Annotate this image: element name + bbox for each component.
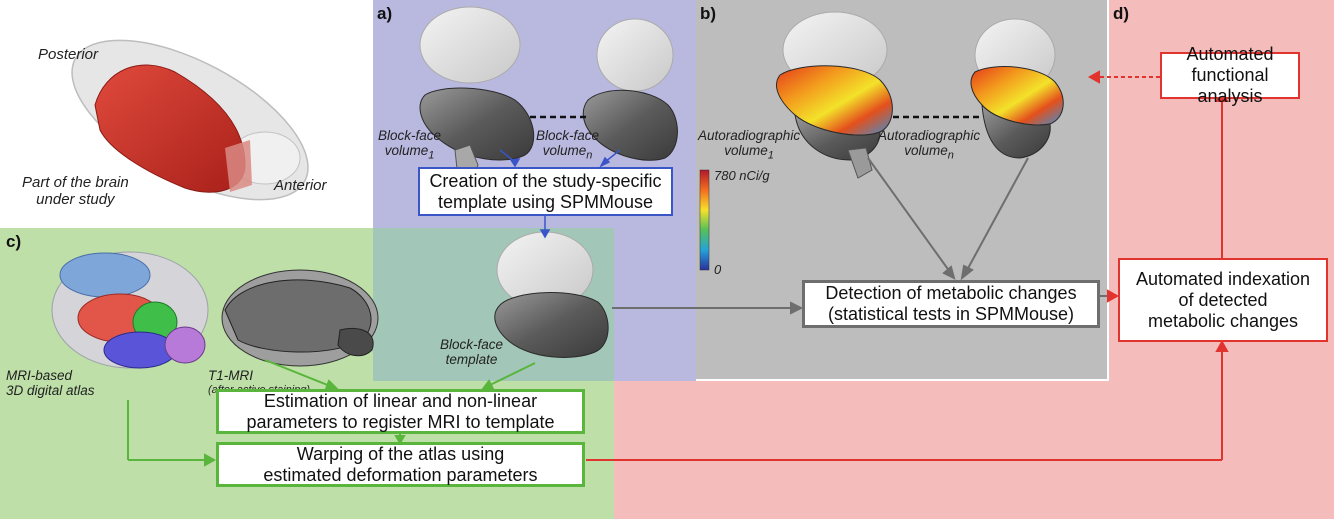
mri-atlas-label: MRI-based 3D digital atlas	[6, 368, 95, 398]
warping-box: Warping of the atlas using estimated def…	[216, 442, 585, 487]
panel-b-label: b)	[700, 4, 717, 23]
anterior-label: Anterior	[274, 177, 327, 194]
detection-line2: (statistical tests in SPMMouse)	[827, 304, 1075, 324]
posterior-label: Posterior	[38, 46, 99, 63]
creation-template-line1: Creation of the study-specific	[429, 170, 662, 191]
mri-atlas-line1: MRI-based	[6, 368, 73, 383]
autoradiographic-volume-1-main: Autoradiographic	[698, 128, 801, 143]
detection-line1: Detection of metabolic changes	[825, 283, 1077, 303]
indexation-box: Automated indexation of detected metabol…	[1118, 258, 1328, 342]
indexation-line1: Automated indexation	[1135, 268, 1311, 289]
creation-template-line2: template using SPMMouse	[437, 191, 654, 212]
indexation-line2: of detected	[1178, 289, 1268, 310]
mri-atlas-line2: 3D digital atlas	[6, 383, 95, 398]
blockface-volume-1-main: Block-face	[378, 128, 442, 143]
functional-analysis-line2: functional analysis	[1191, 65, 1269, 106]
autoradiographic-volume-n-label: Autoradiographic volumen	[878, 128, 980, 164]
creation-template-box: Creation of the study-specific template …	[418, 167, 673, 216]
detection-box: Detection of metabolic changes (statisti…	[802, 280, 1100, 328]
panel-a-label: a)	[377, 4, 393, 23]
colorbar	[699, 169, 710, 271]
autoradiographic-volume-1-illustration	[776, 11, 893, 179]
panel-d-label: d)	[1113, 4, 1130, 23]
colorbar-max-label: 780 nCi/g	[714, 168, 770, 183]
indexation-line3: metabolic changes	[1147, 310, 1299, 331]
blockface-template-line2: template	[445, 352, 498, 367]
functional-analysis-box: Automated functional analysis	[1160, 44, 1300, 106]
autoradiographic-volume-n-sub: volume	[904, 143, 948, 158]
autoradiographic-volume-n-main: Autoradiographic	[878, 128, 981, 143]
estimation-box: Estimation of linear and non-linear para…	[216, 389, 585, 434]
autoradiographic-volume-1-sub: volume	[724, 143, 768, 158]
part-of-brain-line2: under study	[36, 191, 115, 208]
blockface-template-line1: Block-face	[440, 337, 504, 352]
t1-mri-line1: T1-MRI	[208, 368, 253, 383]
panel-c-label: c)	[6, 232, 22, 251]
blockface-volume-n-illustration	[582, 18, 678, 161]
autoradiographic-volume-n-illustration	[970, 18, 1064, 159]
part-of-brain-line1: Part of the brain	[22, 174, 129, 191]
estimation-line2: parameters to register MRI to template	[246, 411, 555, 432]
warping-line1: Warping of the atlas using	[296, 443, 505, 464]
blockface-volume-n-sub: volume	[542, 143, 587, 158]
blockface-volume-1-label: Block-face volume1	[378, 128, 441, 164]
mri-atlas-illustration	[51, 251, 209, 369]
functional-analysis-line1: Automated	[1186, 44, 1274, 64]
blockface-template-illustration	[494, 231, 609, 358]
blockface-volume-1-index: 1	[428, 149, 435, 162]
autoradiographic-volume-1-label: Autoradiographic volume1	[698, 128, 800, 164]
part-of-brain-label: Part of the brain under study	[22, 174, 129, 208]
overview-brain-illustration	[71, 39, 309, 201]
colorbar-min-label: 0	[714, 262, 722, 277]
blockface-volume-n-index: n	[586, 149, 593, 162]
t1-mri-illustration	[221, 269, 379, 367]
autoradiographic-volume-n-index: n	[947, 149, 954, 162]
estimation-line1: Estimation of linear and non-linear	[263, 390, 538, 411]
autoradiographic-volume-1-index: 1	[767, 149, 774, 162]
blockface-volume-n-label: Block-face volumen	[536, 128, 599, 164]
blockface-template-label: Block-face template	[440, 337, 503, 367]
blockface-volume-1-sub: volume	[384, 143, 429, 158]
warping-line2: estimated deformation parameters	[263, 464, 538, 485]
blockface-volume-n-main: Block-face	[536, 128, 600, 143]
